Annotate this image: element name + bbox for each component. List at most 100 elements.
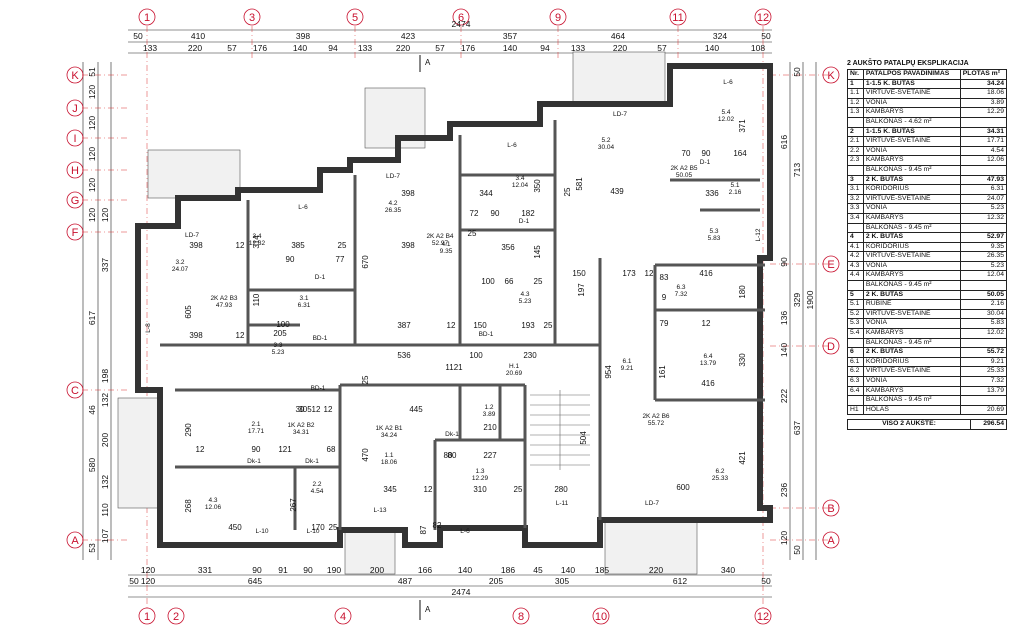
legend-cell-v: 52.97 bbox=[959, 232, 1008, 243]
code-bd1: BD-1 bbox=[479, 331, 494, 338]
top-dimensions: 2474 50 410 398 423 357 464 324 50 133 2… bbox=[133, 19, 771, 53]
dim-right: 136 bbox=[779, 311, 789, 325]
legend-cell-name: BALKONAS - 9.45 m² bbox=[862, 164, 961, 176]
dim-left: 51 bbox=[87, 67, 97, 77]
inner-dim: 314 bbox=[252, 235, 261, 249]
legend-cell-n: 3.3 bbox=[847, 203, 864, 214]
inner-dim: 25 bbox=[544, 321, 553, 330]
legend-cell-v: 12.04 bbox=[959, 270, 1008, 282]
dim-left: 120 bbox=[87, 208, 97, 222]
legend-cell-name: 2 K. BUTAS bbox=[862, 347, 961, 358]
code-l6: L-6 bbox=[507, 142, 517, 149]
code-l6: L-6 bbox=[298, 204, 308, 211]
apartment-code: 2K A2 B4 bbox=[426, 233, 453, 240]
north-mark: A A bbox=[419, 55, 431, 620]
legend-cell-n: 6 bbox=[847, 347, 864, 358]
legend-cell-v: 12.06 bbox=[959, 155, 1008, 166]
inner-dim: 80 bbox=[444, 451, 453, 460]
dim-bottom: 220 bbox=[649, 565, 663, 575]
apartment-labels: 2K A2 B3 47.93 2K A2 B4 52.97 2K A2 B5 5… bbox=[210, 165, 697, 439]
room-area: 17.71 bbox=[248, 428, 265, 435]
element-codes: LD-7 LD-7 LD-7 LD-7 L-6 L-6 L-6 L-6 D-1 … bbox=[145, 79, 762, 535]
legend-cell-n bbox=[847, 222, 864, 234]
inner-dim: 25 bbox=[534, 277, 543, 286]
inner-dim: 12 bbox=[702, 319, 711, 328]
inner-dim: 72 bbox=[470, 209, 479, 218]
legend-cell-name: BALKONAS - 9.45 m² bbox=[862, 395, 961, 406]
legend-cell-v: 34.24 bbox=[959, 78, 1008, 90]
code-l6: L-6 bbox=[723, 79, 733, 86]
legend-cell-n: 5.3 bbox=[847, 318, 864, 330]
dim-left: 120 bbox=[100, 208, 110, 222]
inner-dim: 77 bbox=[336, 255, 345, 264]
room-code: 4.2 bbox=[388, 200, 397, 207]
legend-cell-name: BALKONAS - 9.45 m² bbox=[862, 337, 961, 349]
dim-top2: 133 bbox=[143, 43, 157, 53]
legend-cell-name: VIRTUVĖ-SVETAINĖ bbox=[862, 88, 961, 99]
code-dk1: Dk-1 bbox=[305, 458, 319, 465]
inner-dim: 110 bbox=[252, 293, 261, 306]
inner-dim: 68 bbox=[327, 445, 336, 454]
legend-cell-n: 1.3 bbox=[847, 107, 864, 118]
dimension-lines bbox=[82, 29, 817, 598]
dim-bottom2: 50 bbox=[761, 576, 771, 586]
dim-top2: 176 bbox=[461, 43, 475, 53]
inner-dim: 25 bbox=[514, 485, 523, 494]
legend-cell-v: 4.54 bbox=[959, 145, 1008, 157]
dim-left: 132 bbox=[100, 393, 110, 407]
legend-total-label: VISO 2 AUKŠTE: bbox=[847, 419, 971, 430]
dim-top: 324 bbox=[713, 31, 727, 41]
dim-top2: 220 bbox=[396, 43, 410, 53]
legend-cell-name: HOLAS bbox=[862, 404, 961, 416]
legend-cell-n: 2.2 bbox=[847, 145, 864, 157]
inner-dim: 1121 bbox=[445, 363, 463, 372]
dim-total-bottom: 2474 bbox=[452, 587, 471, 597]
dim-right: 120 bbox=[779, 531, 789, 545]
legend-cell-n: 4 bbox=[847, 232, 864, 243]
legend-cell-v: 25.33 bbox=[959, 366, 1008, 377]
room-code: 3.2 bbox=[175, 259, 184, 266]
inner-dim: 536 bbox=[397, 351, 411, 360]
left-dimensions: 51 120 120 120 120 120 120 337 617 198 1… bbox=[87, 67, 110, 553]
legend-cell-name: 2 K. BUTAS bbox=[862, 232, 961, 243]
inner-dim: 12 bbox=[236, 241, 245, 250]
dim-left: 200 bbox=[100, 433, 110, 447]
legend-cell-n: 1.1 bbox=[847, 88, 864, 99]
dim-bottom: 120 bbox=[141, 565, 155, 575]
dim-right: 50 bbox=[792, 67, 802, 77]
legend-cell-v: 9.21 bbox=[959, 356, 1008, 368]
inner-dim: 25 bbox=[563, 187, 572, 196]
staircase bbox=[530, 390, 590, 470]
dim-bottom: 90 bbox=[252, 565, 262, 575]
room-area: 5.83 bbox=[708, 235, 721, 242]
dim-right: 140 bbox=[779, 343, 789, 357]
dim-left: 198 bbox=[100, 369, 110, 383]
inner-dim: 121 bbox=[278, 445, 292, 454]
dim-top: 357 bbox=[503, 31, 517, 41]
inner-dim: 83 bbox=[660, 273, 669, 282]
legend-cell-n: 3.2 bbox=[847, 193, 864, 205]
room-code: 1.2 bbox=[484, 404, 493, 411]
axis-right-D: D bbox=[827, 341, 835, 353]
inner-dimensions: 398 12 314 385 25 90 77 398 670 398 25 5… bbox=[184, 119, 747, 535]
legend-cell-n: 3.1 bbox=[847, 184, 864, 195]
inner-dim: 12 bbox=[645, 269, 654, 278]
dim-bottom: 200 bbox=[370, 565, 384, 575]
legend-cell-name: KAMBARYS bbox=[862, 328, 961, 339]
inner-dim: 398 bbox=[189, 331, 203, 340]
room-area: 4.54 bbox=[311, 488, 324, 495]
inner-dim: 66 bbox=[505, 277, 514, 286]
legend-cell-v: 3.89 bbox=[959, 97, 1008, 109]
axis-left-C: C bbox=[71, 385, 79, 397]
dim-left: 107 bbox=[100, 529, 110, 543]
code-dk1: Dk-1 bbox=[445, 431, 459, 438]
inner-dim: 398 bbox=[401, 241, 415, 250]
interior-walls bbox=[160, 120, 765, 530]
